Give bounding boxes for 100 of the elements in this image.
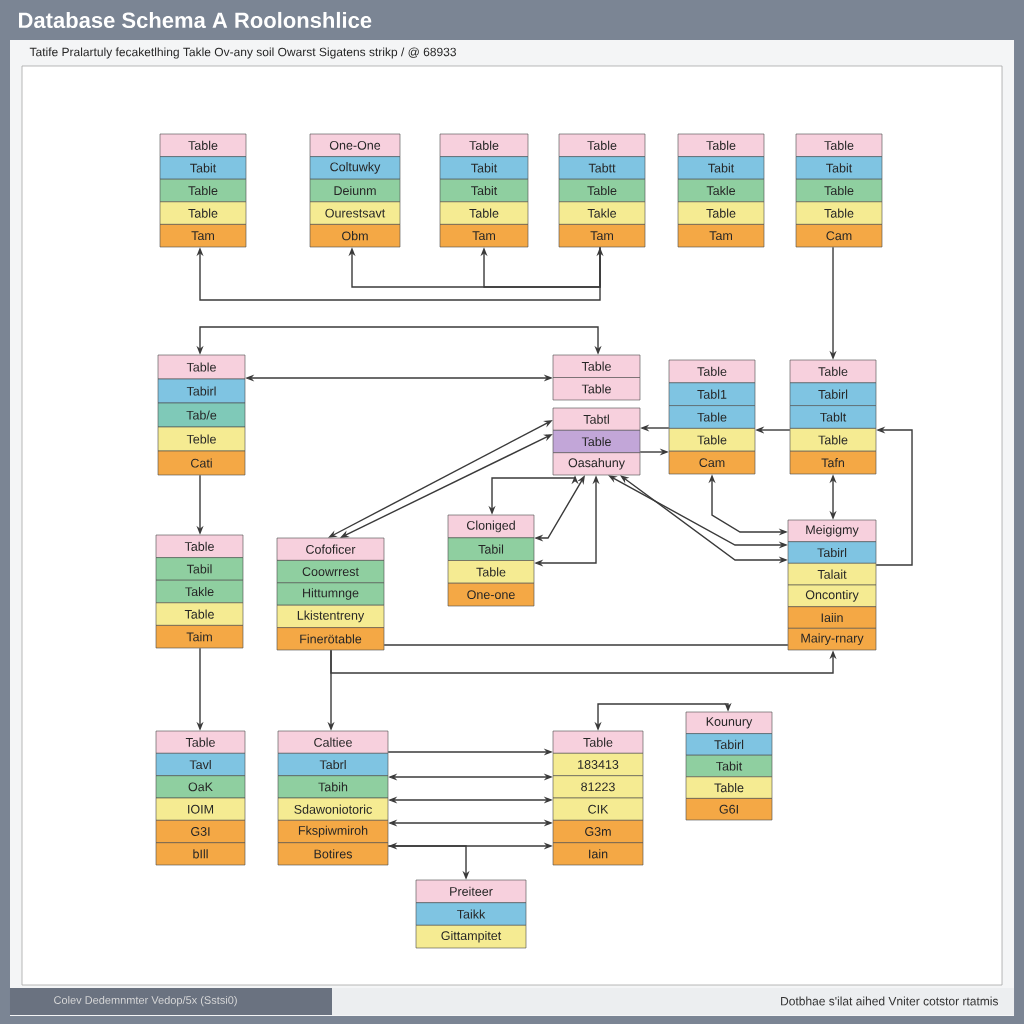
footer-bar: Colev Dedemnmter Vedop/5x (Sstsi0) — [10, 988, 332, 1015]
node-label: Tabit — [471, 163, 498, 173]
node-label: Table — [583, 737, 613, 747]
title: Database Schema A Roolonshlice — [19, 11, 372, 29]
node-label: Tabl1 — [697, 389, 727, 399]
node-label: Tam — [590, 231, 613, 241]
node-label: Table — [697, 435, 727, 445]
node-label: Iaiin — [821, 612, 843, 623]
table-box: Table Tabit Table Table Cam — [795, 133, 883, 248]
node-label: One-one — [467, 590, 515, 600]
table-box: Table Tabit Tabit Table Tam — [439, 133, 529, 248]
node-label: Tabit — [190, 163, 217, 173]
node-label: Taim — [186, 632, 212, 642]
node-label: CIK — [588, 804, 609, 814]
node-label: IOIM — [188, 804, 214, 814]
node-label: Tab/e — [186, 410, 217, 420]
node-label: Cati — [191, 458, 212, 468]
node-label: Coowrrest — [302, 567, 359, 577]
connector-line — [383, 644, 789, 646]
node-label: Cam — [699, 458, 725, 468]
table-box: Cofoficer Coowrrest Hittumnge Lkistentreny Finerötable — [276, 537, 385, 651]
table-box: Table Tabirl Tab/e Teble Cati — [157, 354, 246, 476]
node-label: Mairy-rnary — [801, 633, 864, 646]
node-label: Tabit — [826, 163, 853, 173]
node-label: Tabtt — [588, 163, 616, 173]
node-label: Tabil — [478, 544, 504, 554]
node-label: Table — [714, 783, 744, 793]
table-box: Table Tabit Takle Table Tam — [677, 133, 765, 248]
table-box: Cloniged Tabil Table One-one — [447, 514, 535, 607]
table-box: One-One Coltuwky Deiunm Ourestsavt Obm — [309, 133, 401, 248]
table-box: Table Tabit Table Table Tam — [159, 133, 247, 248]
node-label: Coltuwky — [330, 162, 381, 174]
node-label: Table — [824, 140, 854, 150]
table-box: Table Tabl1 Table Table Cam — [668, 359, 756, 475]
node-label: Tam — [472, 231, 495, 241]
node-label: Gittampitet — [441, 930, 502, 943]
node-label: Table — [824, 208, 854, 218]
node-label: Iain — [589, 849, 608, 859]
node-label: OaK — [188, 782, 213, 792]
node-label: G3I — [191, 827, 210, 836]
node-label: Taikk — [457, 909, 486, 919]
table-box: Table Tabtt Table Takle Tam — [558, 133, 646, 248]
node-label: Botires — [314, 849, 353, 859]
node-label: bIll — [193, 849, 208, 859]
node-label: Table — [188, 208, 218, 218]
node-label: Table — [706, 140, 736, 150]
table-box: Kounury Tabirl Tabit Table G6I — [685, 711, 773, 821]
table-box: Table Tavl OaK IOIM G3I bIll — [155, 730, 246, 866]
node-label: Tam — [709, 231, 732, 241]
node-label: Tabit — [716, 761, 743, 771]
table-box: Preiteer Taikk Gittampitet — [415, 879, 527, 949]
node-label: Sdawoniotoric — [294, 804, 372, 814]
table-box: Table 183413 81223 CIK G3m Iain — [552, 730, 644, 866]
node-label: Oasahuny — [568, 457, 625, 470]
arrow — [480, 246, 601, 288]
node-label: Takle — [185, 586, 214, 597]
node-label: Table — [469, 208, 499, 218]
subtitle: Tatife Pralartuly fecaketlhing Takle Ov-any soil Owarst Sigatens strikp / @ 68933 — [29, 47, 456, 59]
node-label: One-One — [329, 140, 381, 150]
node-label: Oncontiry — [805, 589, 859, 602]
node-label: Tabih — [318, 782, 348, 792]
node-label: Table — [185, 737, 215, 747]
node-label: Tablt — [820, 412, 847, 422]
node-label: Table — [184, 609, 214, 619]
node-label: Tam — [191, 231, 214, 241]
node-label: Takle — [587, 208, 617, 218]
table-box: Table Tabirl Tablt Table Tafn — [789, 359, 877, 475]
node-label: Lkistentreny — [297, 610, 365, 623]
footer-note: Dotbhae s'ilat aihed Vniter cotstor rtatmis — [332, 988, 1014, 1015]
node-label: Table — [188, 140, 218, 150]
node-label: Tabirl — [817, 547, 847, 558]
node-label: Table — [706, 208, 736, 218]
node-label: Obm — [342, 231, 368, 241]
node-label: Teble — [186, 434, 216, 444]
node-label: Fkspiwmiroh — [298, 825, 368, 838]
node-label: Cofoficer — [306, 544, 356, 554]
node-label: Table — [469, 140, 499, 150]
node-label: Tabirl — [714, 739, 744, 749]
table-box: Meigigmy Tabirl Talait Oncontiry Iaiin Mairy-rnary — [787, 519, 877, 651]
table-box: Table Tabil Takle Table Taim — [155, 534, 244, 649]
node-label: Finerötable — [300, 634, 362, 644]
node-label: Table — [476, 567, 506, 577]
table-box: Table Table — [552, 354, 641, 401]
node-label: Table — [581, 384, 611, 394]
node-label: G3m — [585, 827, 611, 836]
node-label: Talait — [817, 569, 847, 579]
node-label: Tabil — [186, 564, 212, 574]
node-label: Caltiee — [314, 737, 352, 747]
node-label: 81223 — [581, 782, 615, 792]
table-box: Tabtl Table Oasahuny — [552, 407, 641, 476]
node-label: G6I — [719, 804, 738, 814]
node-label: Table — [697, 412, 727, 422]
node-label: Tabtl — [583, 414, 609, 424]
node-label: Tafn — [821, 458, 845, 468]
node-label: Table — [818, 435, 848, 445]
node-label: Tabit — [708, 163, 735, 173]
node-label: Cam — [826, 231, 852, 241]
node-label: Tabirl — [818, 389, 848, 399]
table-box: Caltiee Tabrl Tabih Sdawoniotoric Fkspiwmiroh Botires — [277, 730, 389, 866]
node-label: Ourestsavt — [325, 208, 386, 218]
